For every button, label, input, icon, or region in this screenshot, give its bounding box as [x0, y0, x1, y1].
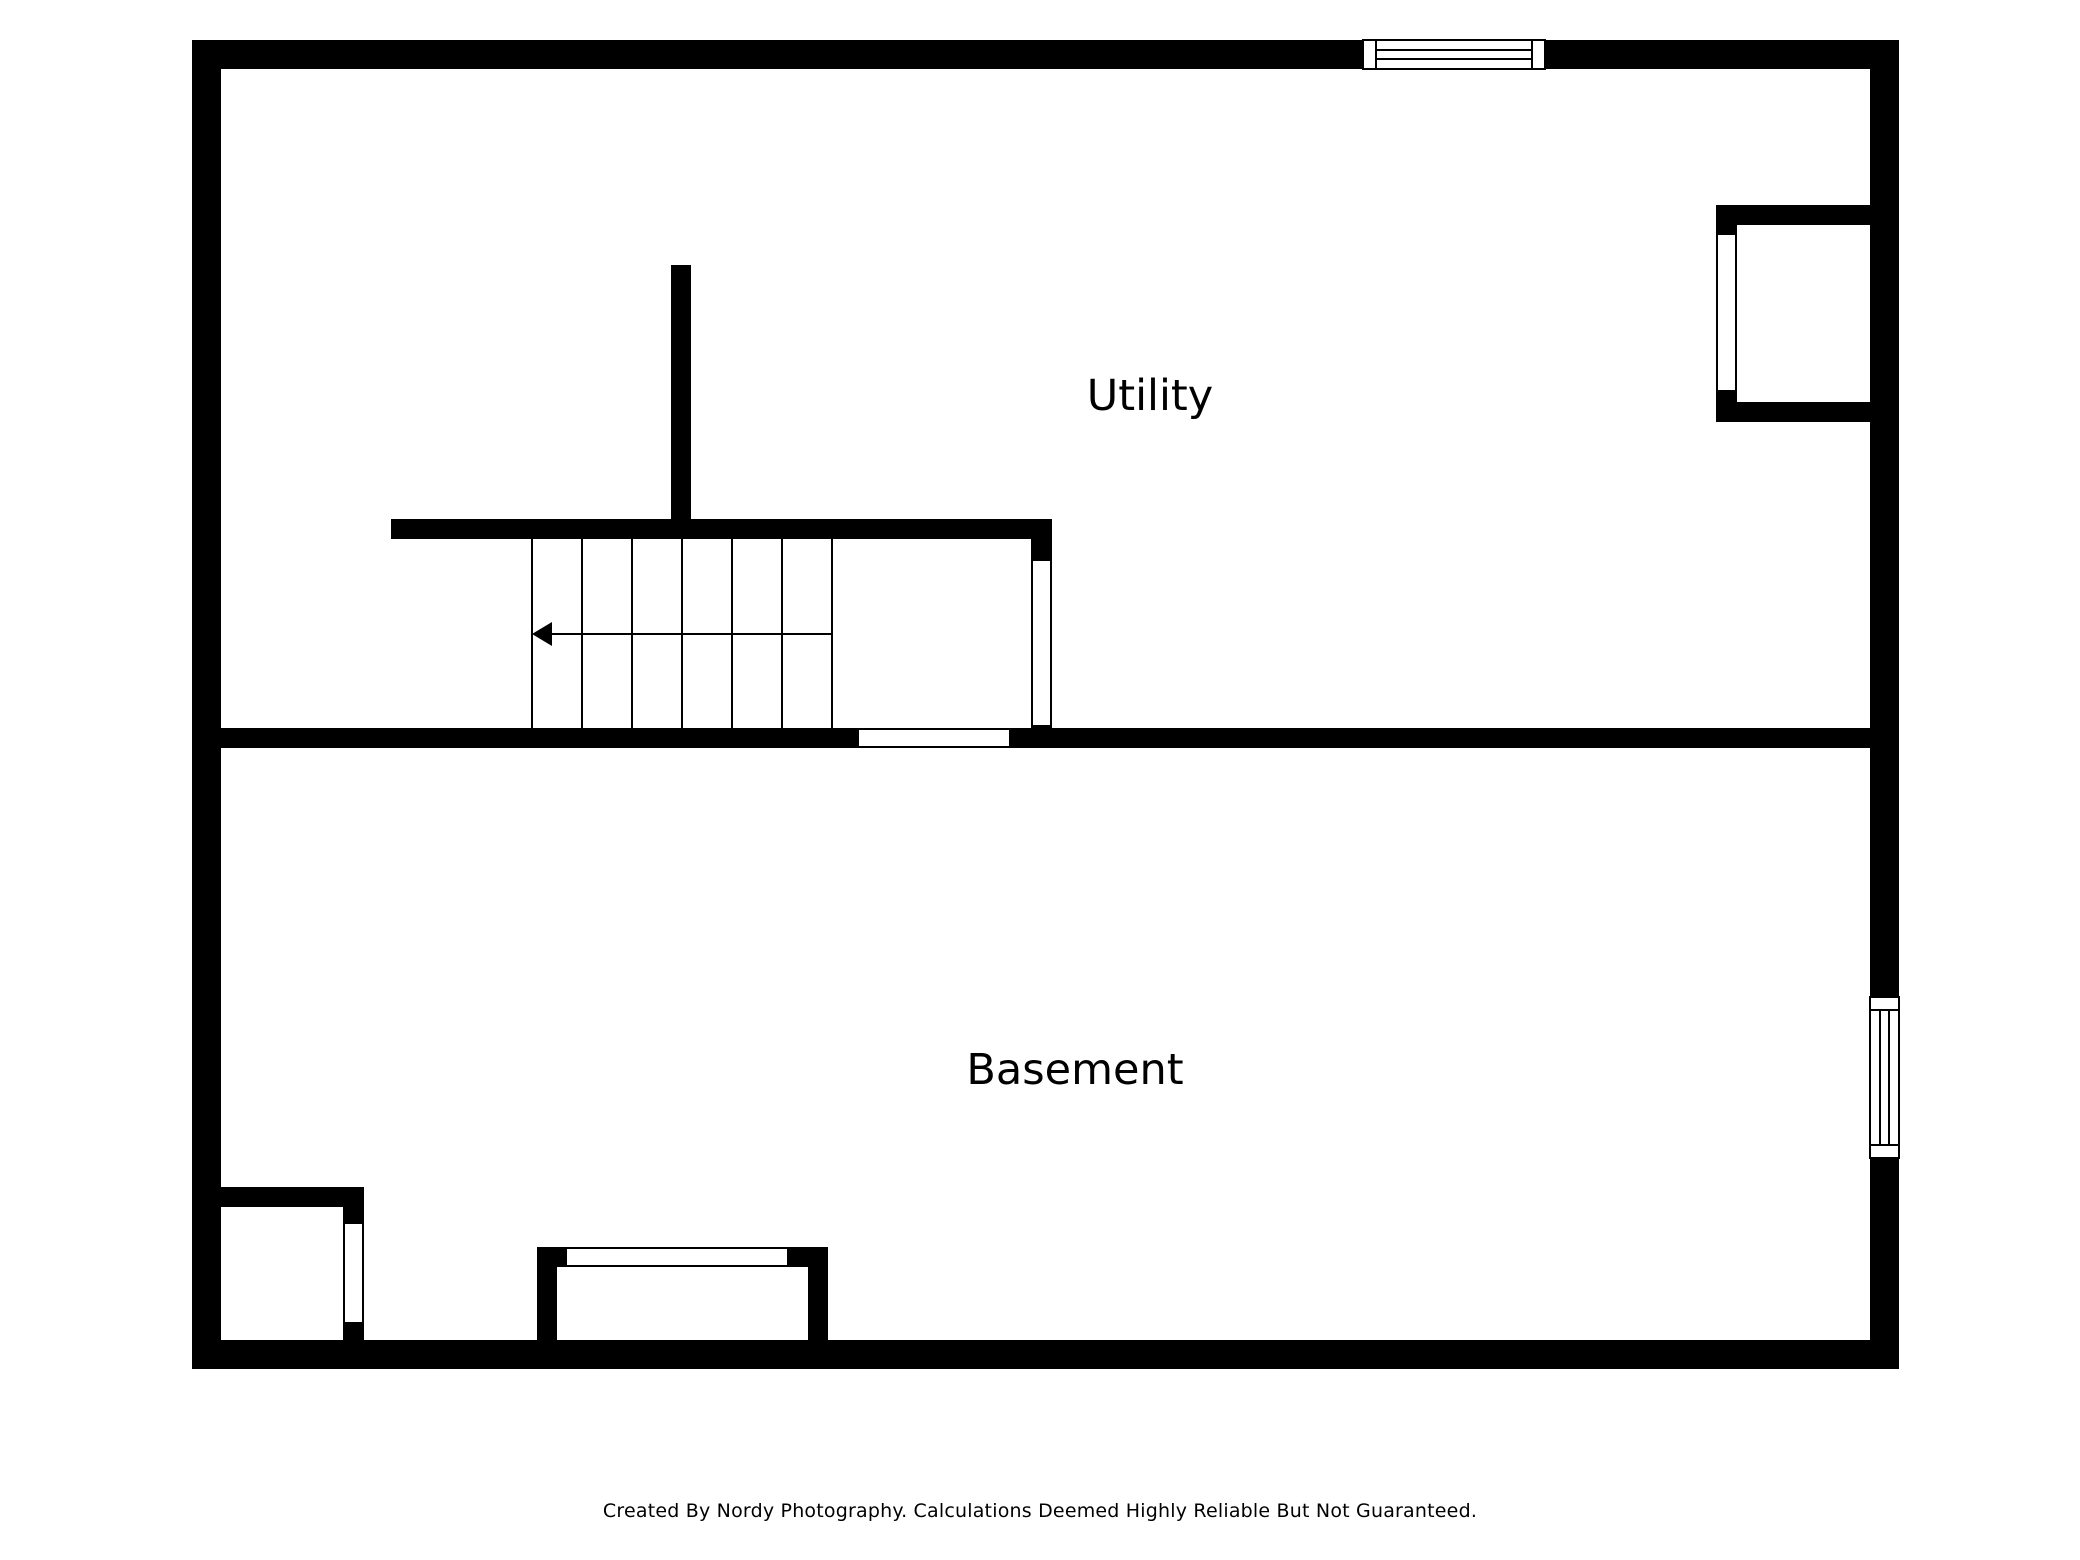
stairs: [531, 539, 833, 728]
wall-left: [192, 40, 221, 1369]
closet-basement-left: [192, 1187, 364, 1369]
window-top: [1362, 39, 1546, 70]
closet-door-opening-left: [345, 1224, 362, 1322]
footer-disclaimer: Created By Nordy Photography. Calculatio…: [602, 1500, 1478, 1522]
wall-top: [192, 40, 1899, 69]
stair-enclosure: [391, 265, 1052, 748]
closet-basement-bottom: [537, 1247, 828, 1369]
room-label-utility: Utility: [1087, 371, 1213, 421]
wall-bottom: [192, 1340, 1899, 1369]
window-right: [1869, 996, 1900, 1159]
wall-stair-top: [391, 519, 1052, 539]
partition-door-opening: [859, 730, 1009, 746]
wall-vertical-stub: [671, 265, 691, 530]
closet-utility-right: [1716, 205, 1899, 422]
arrow-left-icon: [532, 622, 552, 646]
wall-right: [1870, 40, 1899, 1369]
closet-door-opening: [1718, 235, 1735, 390]
closet-door-opening-bottom: [567, 1249, 787, 1265]
room-label-basement: Basement: [966, 1045, 1183, 1095]
stair-door-opening: [1033, 561, 1050, 725]
